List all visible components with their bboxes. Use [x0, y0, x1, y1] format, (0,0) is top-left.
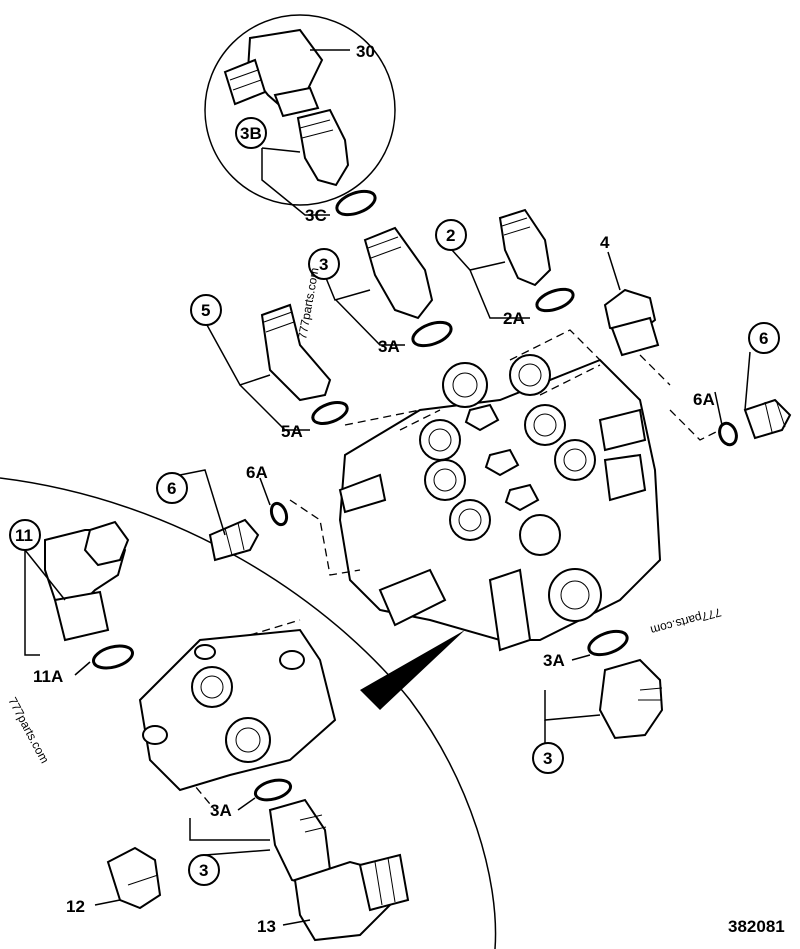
detail-arc-bottom: [0, 477, 497, 949]
callout-labels: 30 3B 3C 3 3A 2 2A 4 5 5A 6 6A 6 6A 11 1…: [15, 42, 768, 936]
callout-11: 11: [15, 526, 33, 545]
callout-3C: 3C: [305, 206, 327, 225]
callout-3B: 3B: [240, 124, 262, 143]
adapter-3-top: [363, 226, 434, 320]
elbow-11: [44, 520, 130, 642]
callout-2: 2: [446, 226, 455, 245]
callout-30: 30: [356, 42, 375, 61]
elbow-13: [293, 853, 410, 942]
detail-pointer: [360, 630, 465, 710]
adapter-2: [498, 208, 552, 287]
callout-3A-top: 3A: [378, 337, 400, 356]
elbow-adapter-30: [223, 28, 324, 118]
callout-6A-left: 6A: [246, 463, 268, 482]
o-ring-5A: [311, 401, 349, 425]
adapter-3B: [296, 108, 350, 187]
callout-circles: [9, 117, 780, 886]
o-ring-6A-right: [718, 421, 738, 447]
valve-section-detail: [138, 628, 337, 792]
callout-11A: 11A: [33, 667, 63, 686]
callout-6-left: 6: [167, 479, 176, 498]
adapter-3-bottom-right: [598, 658, 664, 740]
o-ring-2A: [535, 287, 575, 313]
callout-3-top: 3: [319, 255, 328, 274]
callout-6A-right: 6A: [693, 390, 715, 409]
callout-6-right: 6: [759, 329, 768, 348]
fitting-6-left: [208, 518, 260, 562]
leader-lines: [24, 49, 751, 926]
plug-4: [603, 288, 660, 357]
reference-number: 382081: [728, 917, 785, 936]
o-ring-3A-bottom-right: [587, 629, 629, 657]
callout-12: 12: [66, 897, 85, 916]
watermark-top: 777parts.com: [295, 266, 321, 340]
fitting-6-right: [743, 398, 792, 440]
callout-13: 13: [257, 917, 276, 936]
watermark-left: 777parts.com: [5, 695, 51, 766]
callout-4: 4: [600, 233, 610, 252]
callout-5: 5: [201, 301, 210, 320]
callout-3-bottom-left: 3: [199, 861, 208, 880]
plug-12: [106, 846, 162, 910]
callout-3A-bottom-left: 3A: [210, 801, 232, 820]
o-ring-6A-left: [269, 501, 289, 527]
callout-5A: 5A: [281, 422, 303, 441]
callout-2A: 2A: [503, 309, 525, 328]
valve-block: [338, 354, 662, 652]
callout-3-bottom-right: 3: [543, 749, 552, 768]
watermark-right: 777parts.com: [649, 605, 723, 637]
callout-3A-bottom-right: 3A: [543, 651, 565, 670]
detail-circle-top: [204, 14, 396, 206]
relief-valve-5: [260, 303, 332, 402]
o-ring-11A: [92, 644, 134, 670]
o-ring-3A-top: [411, 320, 453, 348]
o-ring-3A-bottom-left: [253, 778, 293, 802]
o-ring-3C: [335, 189, 377, 217]
